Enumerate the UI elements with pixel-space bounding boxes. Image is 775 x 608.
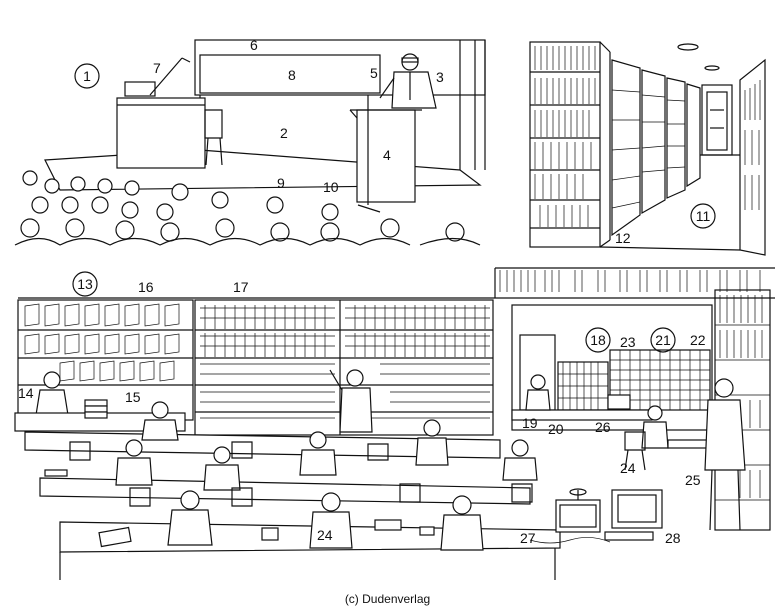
label-19: 19 (522, 415, 538, 431)
label-17: 17 (233, 279, 249, 295)
panel-11-marker (690, 203, 716, 229)
label-10: 10 (323, 179, 339, 195)
label-14: 14 (18, 385, 34, 401)
panel-21-marker (650, 327, 676, 353)
label-26: 26 (595, 419, 611, 435)
label-3: 3 (436, 69, 444, 85)
reading-table-2 (39, 477, 531, 505)
librarian-figure (35, 371, 69, 416)
label-24a: 24 (317, 527, 333, 543)
lecture-desk (116, 97, 206, 169)
reading-room-panel: 13 16 17 14 15 24 (14, 267, 775, 580)
label-7: 7 (153, 60, 161, 76)
label-23: 23 (620, 334, 636, 350)
label-28: 28 (665, 530, 681, 546)
catalogue-user (624, 405, 709, 471)
label-15: 15 (125, 389, 141, 405)
microfiche-reader (555, 488, 601, 533)
label-24b: 24 (620, 460, 636, 476)
library-illustration: 1 6 7 8 5 3 2 4 9 10 (14, 37, 775, 580)
panel-13-marker (72, 271, 98, 297)
label-5: 5 (370, 65, 378, 81)
standing-reader (329, 369, 373, 433)
label-20: 20 (548, 421, 564, 437)
standing-man (704, 378, 746, 531)
panel-1-marker (74, 63, 100, 89)
label-8: 8 (288, 67, 296, 83)
label-18: 18 (590, 332, 606, 348)
label-16: 16 (138, 279, 154, 295)
speaker-figure (379, 53, 437, 109)
label-4: 4 (383, 147, 391, 163)
copyright-credit: (c) Dudenverlag (344, 592, 431, 606)
label-25: 25 (685, 472, 701, 488)
label-1: 1 (83, 68, 91, 84)
label-22: 22 (690, 332, 706, 348)
label-21: 21 (655, 332, 671, 348)
panel-18-marker (585, 327, 611, 353)
lecture-hall-panel: 1 6 7 8 5 3 2 4 9 10 (14, 37, 486, 246)
label-12: 12 (615, 230, 631, 246)
stacks-panel: 11 12 (529, 41, 766, 256)
reference-shelf (194, 299, 494, 436)
audience (14, 170, 481, 246)
label-6: 6 (250, 37, 258, 53)
seated-readers (115, 401, 538, 551)
label-9: 9 (277, 175, 285, 191)
projection-screen (199, 54, 381, 94)
catalogue-panel: 18 21 23 22 19 20 26 24 25 27 28 (499, 270, 771, 546)
label-13: 13 (77, 276, 93, 292)
computer-terminal (604, 489, 663, 541)
blackboard (194, 39, 486, 96)
label-27: 27 (520, 530, 536, 546)
label-11: 11 (696, 208, 711, 224)
label-2: 2 (280, 125, 288, 141)
